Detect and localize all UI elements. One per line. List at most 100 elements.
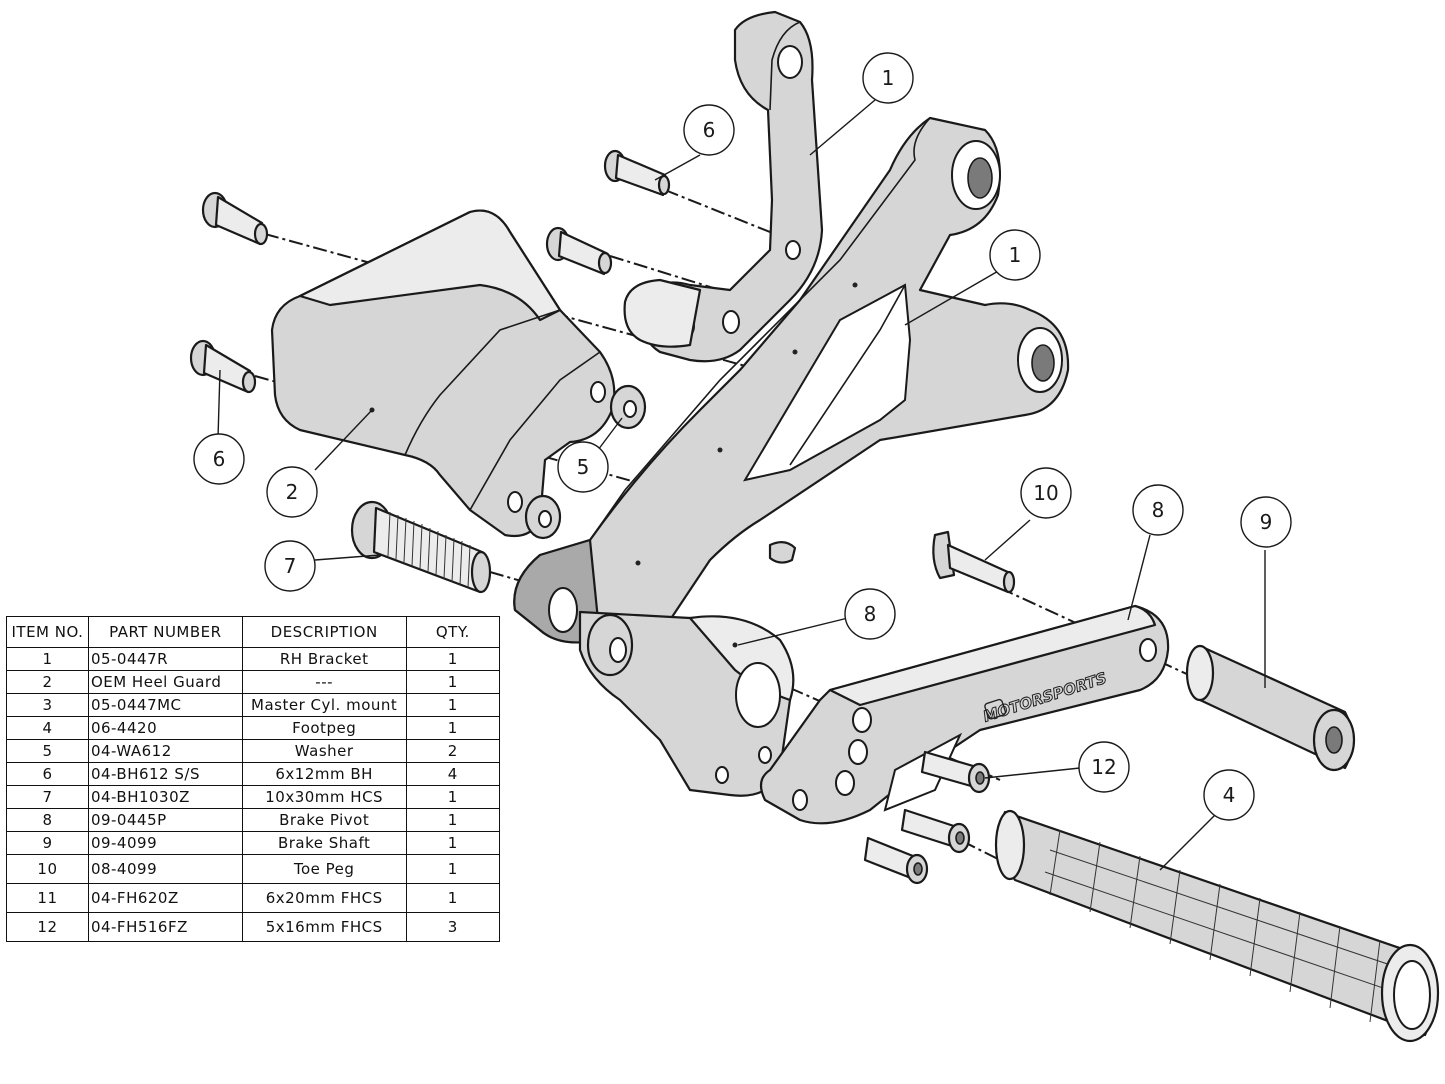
callout-10: 9 (1240, 496, 1292, 548)
svg-text:12: 12 (1091, 755, 1116, 779)
bom-desc: Brake Shaft (241, 831, 407, 855)
bom-item: 3 (6, 693, 89, 717)
bom-part: OEM Heel Guard (87, 670, 243, 694)
bom-desc: --- (241, 670, 407, 694)
svg-text:8: 8 (1152, 498, 1165, 522)
bom-part: 04-FH620Z (87, 883, 243, 913)
bom-desc: 6x20mm FHCS (241, 883, 407, 913)
bom-part: 04-BH1030Z (87, 785, 243, 809)
bom-qty: 1 (405, 670, 501, 694)
bom-qty: 1 (405, 647, 501, 671)
svg-text:10: 10 (1033, 481, 1058, 505)
callout-9: 8 (1132, 484, 1184, 536)
bom-qty: 1 (405, 854, 501, 884)
bom-qty: 2 (405, 739, 501, 763)
bom-part: 05-0447MC (87, 693, 243, 717)
part-heel-guard (270, 209, 616, 538)
bom-qty: 4 (405, 762, 501, 786)
bom-qty: 1 (405, 831, 501, 855)
bom-header-part: PART NUMBER (87, 616, 243, 648)
svg-text:6: 6 (213, 447, 226, 471)
bom-desc: Footpeg (241, 716, 407, 740)
bom-part: 04-WA612 (87, 739, 243, 763)
svg-text:5: 5 (577, 455, 590, 479)
part-fhcs-5x16-c (863, 836, 929, 885)
bom-qty: 1 (405, 716, 501, 740)
callout-leaders (217, 99, 1266, 871)
bom-desc: 5x16mm FHCS (241, 912, 407, 942)
part-bolt-6x12-a (201, 191, 269, 246)
svg-text:1: 1 (882, 66, 895, 90)
callout-3: 1 (862, 52, 914, 104)
callout-12: 12 (1078, 741, 1130, 793)
callout-6-left: 6 (193, 433, 245, 485)
bom-part: 06-4420 (87, 716, 243, 740)
svg-text:7: 7 (284, 554, 297, 578)
part-rh-bracket (513, 116, 1070, 644)
bom-desc: RH Bracket (241, 647, 407, 671)
callout-5: 5 (557, 441, 609, 493)
bom-item: 12 (6, 912, 89, 942)
svg-text:8: 8 (864, 602, 877, 626)
bom-item: 9 (6, 831, 89, 855)
bom-part: 09-0445P (87, 808, 243, 832)
bom-desc: 10x30mm HCS (241, 785, 407, 809)
part-bolt-10x30 (350, 500, 492, 594)
bom-item: 5 (6, 739, 89, 763)
part-fhcs-5x16-b (900, 808, 971, 854)
part-bolt-6x12-c (603, 149, 671, 197)
svg-text:9: 9 (1260, 510, 1273, 534)
bom-header-item: ITEM NO. (6, 616, 89, 648)
callout-8: 8 (844, 588, 896, 640)
callout-balloons: 1 6 1 6 5 2 10 8 9 7 8 12 4 (193, 52, 1292, 821)
bom-part: 08-4099 (87, 854, 243, 884)
bom-qty: 1 (405, 808, 501, 832)
callout-1: 1 (989, 229, 1041, 281)
bom-item: 2 (6, 670, 89, 694)
bom-desc: Washer (241, 739, 407, 763)
callout-6-top: 6 (683, 104, 735, 156)
bom-item: 11 (6, 883, 89, 913)
callout-7: 7 (264, 540, 316, 592)
part-fhcs-5x16-a (920, 750, 991, 794)
part-washer-a (609, 384, 647, 430)
bom-part: 04-FH516FZ (87, 912, 243, 942)
bom-part: 09-4099 (87, 831, 243, 855)
bom-header-row: ITEM NO. PART NUMBER DESCRIPTION QTY. (6, 616, 501, 648)
part-brake-pivot (578, 610, 795, 797)
part-brake-shaft: MOTORSPORTS (759, 604, 1170, 825)
bom-desc: Brake Pivot (241, 808, 407, 832)
bom-desc: 6x12mm BH (241, 762, 407, 786)
bom-qty: 1 (405, 785, 501, 809)
bom-item: 1 (6, 647, 89, 671)
bom-qty: 1 (405, 693, 501, 717)
bom-item: 8 (6, 808, 89, 832)
bom-part: 05-0447R (87, 647, 243, 671)
part-bolt-6x12-d (545, 226, 613, 276)
bom-desc: Master Cyl. mount (241, 693, 407, 717)
bom-desc: Toe Peg (241, 854, 407, 884)
part-washer-b (524, 494, 562, 540)
svg-text:4: 4 (1223, 783, 1236, 807)
bom-part: 04-BH612 S/S (87, 762, 243, 786)
callout-4: 4 (1203, 769, 1255, 821)
part-footpeg (994, 809, 1440, 1043)
part-fhcs-6x20 (932, 530, 1016, 594)
bom-header-desc: DESCRIPTION (241, 616, 407, 648)
bom-item: 10 (6, 854, 89, 884)
bom-header-qty: QTY. (405, 616, 501, 648)
bom-qty: 1 (405, 883, 501, 913)
part-toe-peg (1185, 644, 1356, 772)
svg-text:2: 2 (286, 480, 299, 504)
